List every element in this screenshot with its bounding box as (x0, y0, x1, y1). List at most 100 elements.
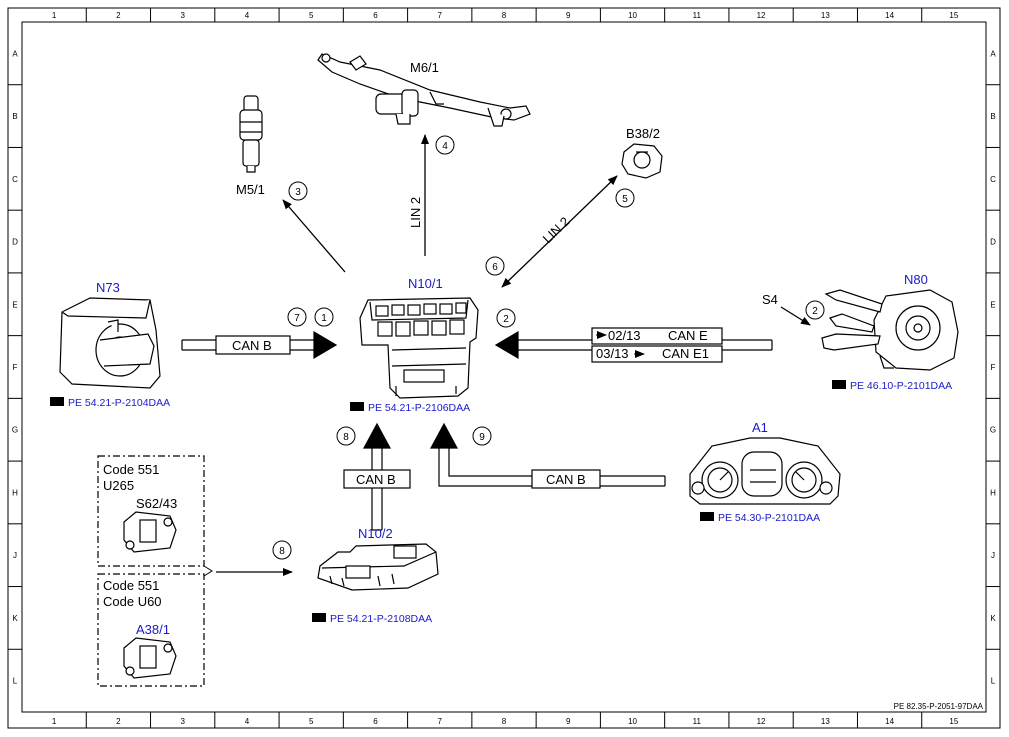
column-label-top-5: 5 (309, 11, 314, 20)
callout-8a-circle (336, 426, 356, 446)
callout-5-circle (615, 188, 635, 208)
label-n10-1: N10/1 (408, 276, 443, 291)
column-label-bottom-6: 6 (373, 717, 378, 726)
row-label-right-G: G (990, 426, 996, 435)
manual-icon (700, 512, 714, 521)
column-label-bottom-15: 15 (949, 717, 958, 726)
manual-icon (832, 380, 846, 389)
label-m6-1: M6/1 (410, 60, 439, 75)
column-label-bottom-4: 4 (245, 717, 250, 726)
column-label-bottom-5: 5 (309, 717, 314, 726)
bus-label-can-b-bottom: CAN B (546, 472, 586, 487)
row-label-left-C: C (12, 175, 18, 184)
n10-1-module (359, 297, 479, 399)
footer-reference: PE 82.35-P-2051-97DAA (894, 702, 984, 711)
callout-8b-circle (272, 540, 292, 560)
ref-n73[interactable]: PE 54.21-P-2104DAA (50, 397, 170, 409)
row-label-left-H: H (12, 488, 18, 497)
row-label-left-K: K (12, 614, 18, 623)
callout-6: 6 (492, 262, 498, 273)
column-label-top-13: 13 (821, 11, 830, 20)
label-n73: N73 (96, 280, 120, 295)
label-s4: S4 (762, 292, 778, 307)
row-label-right-L: L (991, 677, 996, 686)
column-label-bottom-1: 1 (52, 717, 57, 726)
callout-4-circle (435, 135, 455, 155)
column-label-bottom-9: 9 (566, 717, 571, 726)
column-label-top-14: 14 (885, 11, 894, 20)
row-label-right-H: H (990, 488, 996, 497)
row-label-right-A: A (990, 49, 996, 58)
a38-1-switch (123, 637, 177, 679)
manual-icon (350, 402, 364, 411)
callout-3: 3 (295, 187, 301, 198)
ref-n80[interactable]: PE 46.10-P-2101DAA (832, 380, 952, 392)
arrow-to-m5-1 (282, 199, 346, 273)
bus-can-b-left (181, 330, 338, 360)
code-box-1 (97, 455, 205, 567)
row-label-left-G: G (12, 426, 18, 435)
callout-9: 9 (479, 432, 485, 443)
bus-label-can-e1: CAN E1 (662, 346, 709, 361)
column-label-top-1: 1 (52, 11, 57, 20)
column-label-top-8: 8 (502, 11, 507, 20)
callout-5: 5 (622, 194, 628, 205)
callout-1-circle (314, 307, 334, 327)
column-label-top-15: 15 (949, 11, 958, 20)
label-b38-2: B38/2 (626, 126, 660, 141)
ref-a1[interactable]: PE 54.30-P-2101DAA (700, 512, 820, 524)
callout-2b: 2 (812, 306, 818, 317)
row-label-right-E: E (990, 300, 995, 309)
callout-2a-circle (496, 308, 516, 328)
row-label-left-L: L (13, 677, 18, 686)
label-m5-1: M5/1 (236, 182, 265, 197)
callout-2a: 2 (503, 314, 509, 325)
label-n10-2: N10/2 (358, 526, 393, 541)
column-label-bottom-13: 13 (821, 717, 830, 726)
m5-1-motor (239, 95, 263, 173)
row-label-right-C: C (990, 175, 996, 184)
label-n80: N80 (904, 272, 928, 287)
column-label-top-6: 6 (373, 11, 378, 20)
callout-4: 4 (442, 141, 448, 152)
label-a1: A1 (752, 420, 768, 435)
code-box-1-line-2: U265 (103, 478, 134, 493)
column-label-bottom-10: 10 (628, 717, 637, 726)
code-box-2-line-2: Code U60 (103, 594, 162, 609)
row-label-left-F: F (13, 363, 18, 372)
column-label-top-7: 7 (438, 11, 443, 20)
callout-6-circle (485, 256, 505, 276)
row-label-right-K: K (990, 614, 996, 623)
grid-ticks: 1122334455667788991010111112121313141415… (8, 8, 1000, 728)
column-label-bottom-11: 11 (693, 717, 702, 726)
column-label-top-4: 4 (245, 11, 250, 20)
callout-9-circle (472, 426, 492, 446)
row-label-right-D: D (990, 238, 996, 247)
ref-n10-1[interactable]: PE 54.21-P-2106DAA (350, 402, 470, 414)
column-label-bottom-3: 3 (180, 717, 185, 726)
column-label-bottom-7: 7 (438, 717, 443, 726)
callout-3-circle (288, 181, 308, 201)
column-label-top-3: 3 (180, 11, 185, 20)
bus-label-lin-diagonal: LIN 2 (540, 214, 573, 246)
arrow-s4 (780, 306, 811, 326)
code-box-bracket (203, 565, 213, 577)
bus-label-can-e-prefix: 02/13 (608, 328, 641, 343)
n73-ignition-switch (59, 297, 161, 389)
row-label-right-J: J (991, 551, 995, 560)
column-label-bottom-8: 8 (502, 717, 507, 726)
code-box-2-line-1: Code 551 (103, 578, 159, 593)
n80-steering-module (821, 289, 959, 371)
arrow-lin-b38-2 (501, 175, 618, 288)
bus-label-can-b-vertical: CAN B (356, 472, 396, 487)
s62-43-switch (123, 511, 177, 553)
label-s62-43: S62/43 (136, 496, 177, 511)
ref-n73-text: PE 54.21-P-2104DAA (68, 397, 170, 409)
ref-n80-text: PE 46.10-P-2101DAA (850, 380, 952, 392)
callout-7-circle (287, 307, 307, 327)
ref-a1-text: PE 54.30-P-2101DAA (718, 512, 820, 524)
column-label-top-2: 2 (116, 11, 121, 20)
b38-2-sensor (621, 143, 663, 179)
ref-n10-2[interactable]: PE 54.21-P-2108DAA (312, 613, 432, 625)
